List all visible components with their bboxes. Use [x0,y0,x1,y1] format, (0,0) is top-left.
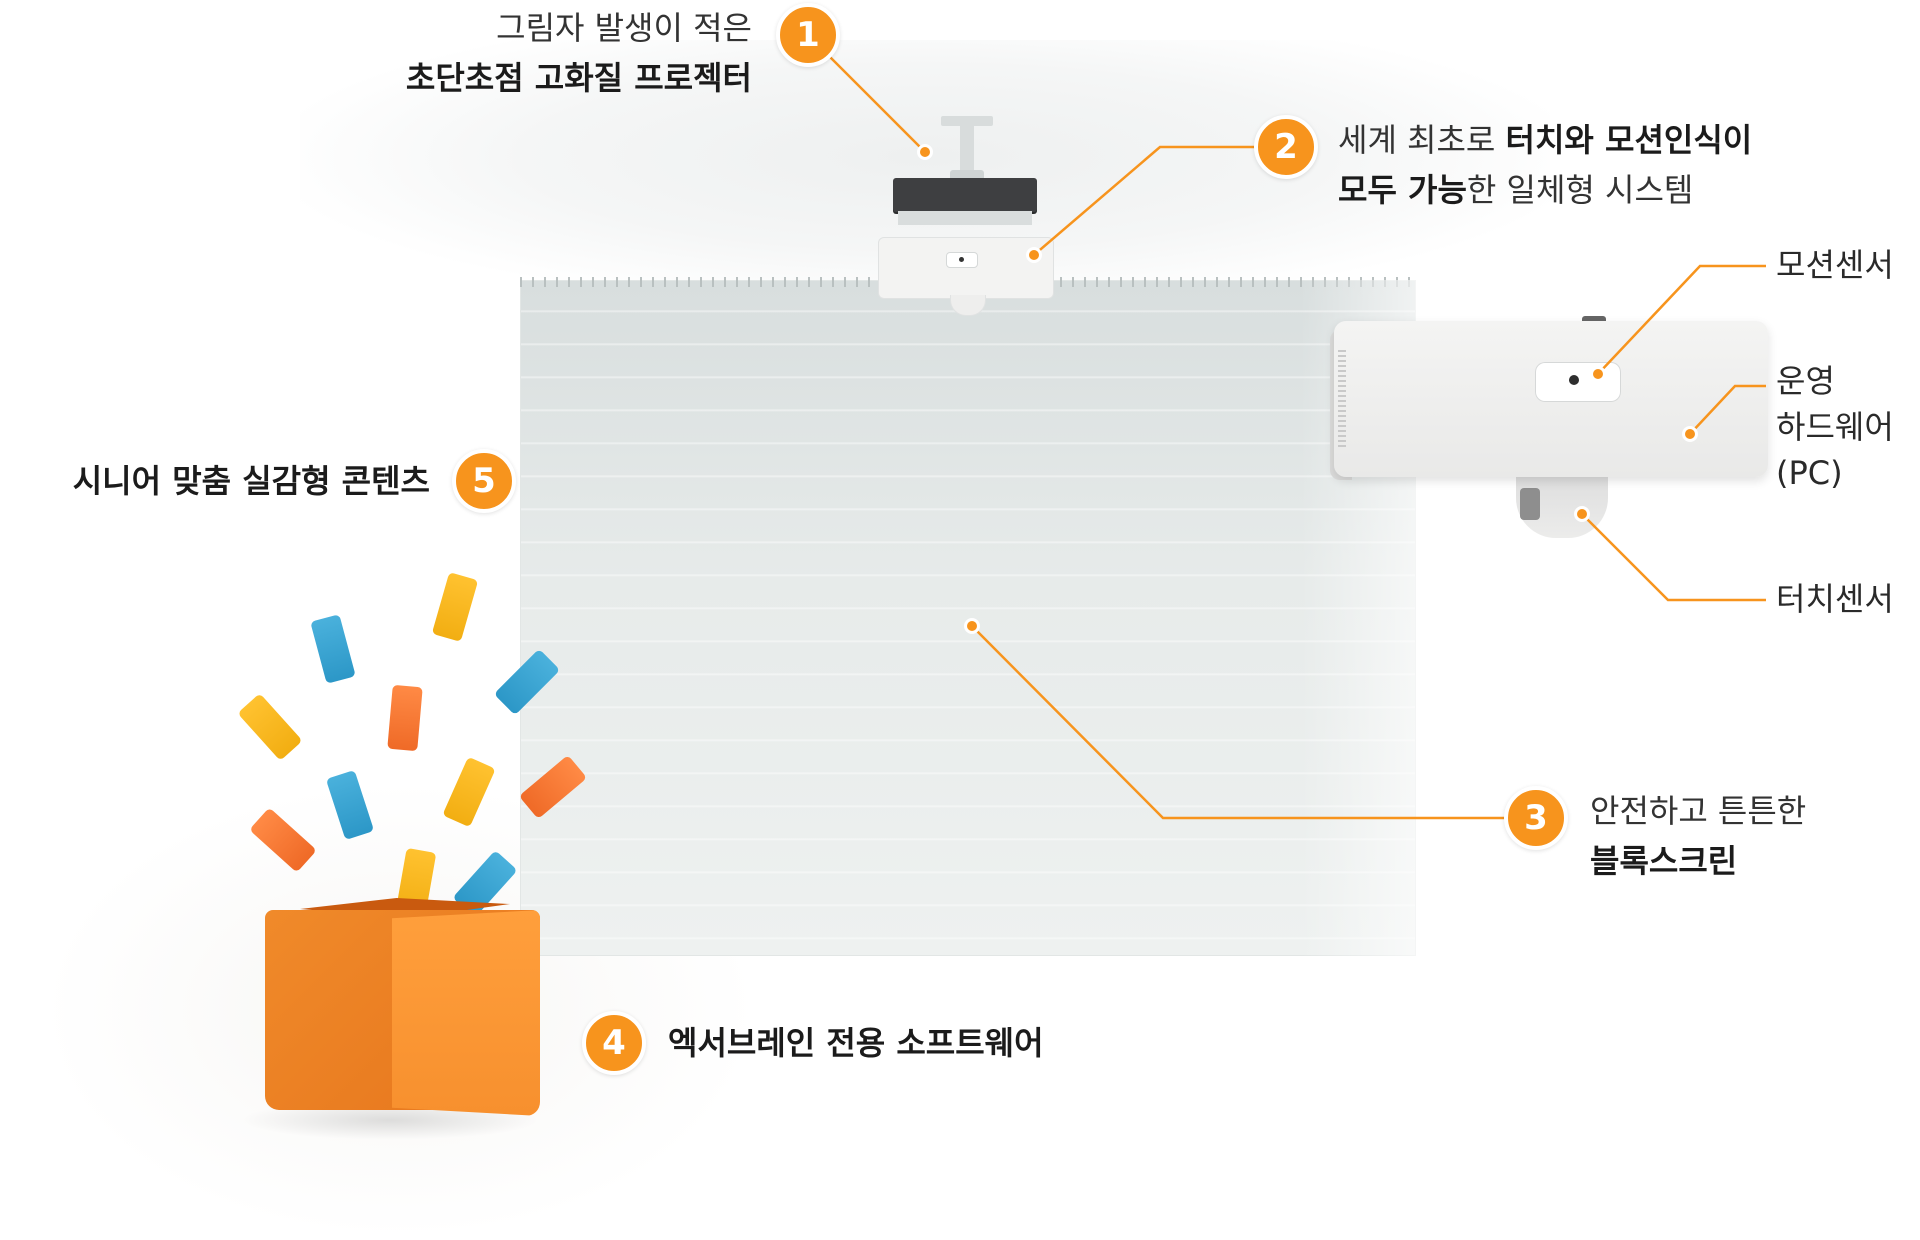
sensor-knob [1582,316,1606,324]
leader-line-motion [1597,264,1766,375]
callout-badge-5: 5 [452,449,516,513]
callout-2-line1-bold: 터치와 모션인식이 [1505,121,1753,159]
pointer-dot-touch [1574,506,1590,522]
callout-4-text: 엑서브레인 전용 소프트웨어 [668,1018,1044,1068]
callout-badge-3: 3 [1504,786,1568,850]
motion-sensor-camera [1569,375,1579,385]
pointer-dot-sensor [1026,247,1042,263]
callout-1-line2: 초단초점 고화질 프로젝터 [405,59,752,97]
projector-mount [960,120,974,182]
callout-4-line1: 엑서브레인 전용 소프트웨어 [668,1024,1044,1062]
callout-badge-4: 4 [582,1011,646,1075]
sensor-small-camera [959,257,964,262]
callout-badge-2: 2 [1254,115,1318,179]
callout-2-line1-regular: 세계 최초로 [1338,121,1506,159]
projector [893,178,1037,212]
motion-sensor-label: 모션센서 [1776,246,1894,284]
leader-line-2 [1033,145,1258,256]
leader-line-hardware [1689,384,1766,435]
callout-3-line2: 블록스크린 [1590,842,1738,880]
pointer-dot-projector [917,144,933,160]
callout-3-line1: 안전하고 튼튼한 [1590,792,1807,830]
hardware-label-line2: 하드웨어 [1776,408,1894,446]
software-box-side [392,910,540,1116]
callout-3-text: 안전하고 튼튼한 블록스크린 [1590,786,1806,886]
pointer-dot-screen [964,618,980,634]
touch-sensor-label: 터치센서 [1776,580,1894,618]
hardware-label-line3: (PC) [1776,454,1843,492]
leader-line-3 [971,625,1508,820]
callout-2-line2-bold: 모두 가능 [1338,171,1467,209]
vent-grille [1338,350,1346,450]
touch-sensor-window [1520,488,1540,520]
callout-1-line1: 그림자 발생이 적은 [496,9,752,47]
callout-1-text: 그림자 발생이 적은 초단초점 고화질 프로젝터 [406,3,752,103]
hardware-label-line1: 운영 [1776,362,1835,400]
projector-bottom [898,211,1032,225]
pointer-dot-motion [1590,366,1606,382]
callout-2-text: 세계 최초로 터치와 모션인식이 모두 가능한 일체형 시스템 [1338,115,1752,215]
pointer-dot-hardware [1682,426,1698,442]
callout-2-line2-regular: 한 일체형 시스템 [1466,171,1694,209]
callout-5-line1: 시니어 맞춤 실감형 콘텐츠 [72,462,430,500]
leader-line-touch [1581,513,1766,602]
hardware-label: 운영 하드웨어 (PC) [1776,358,1894,496]
callout-badge-1: 1 [776,3,840,67]
callout-5-text: 시니어 맞춤 실감형 콘텐츠 [73,456,430,506]
